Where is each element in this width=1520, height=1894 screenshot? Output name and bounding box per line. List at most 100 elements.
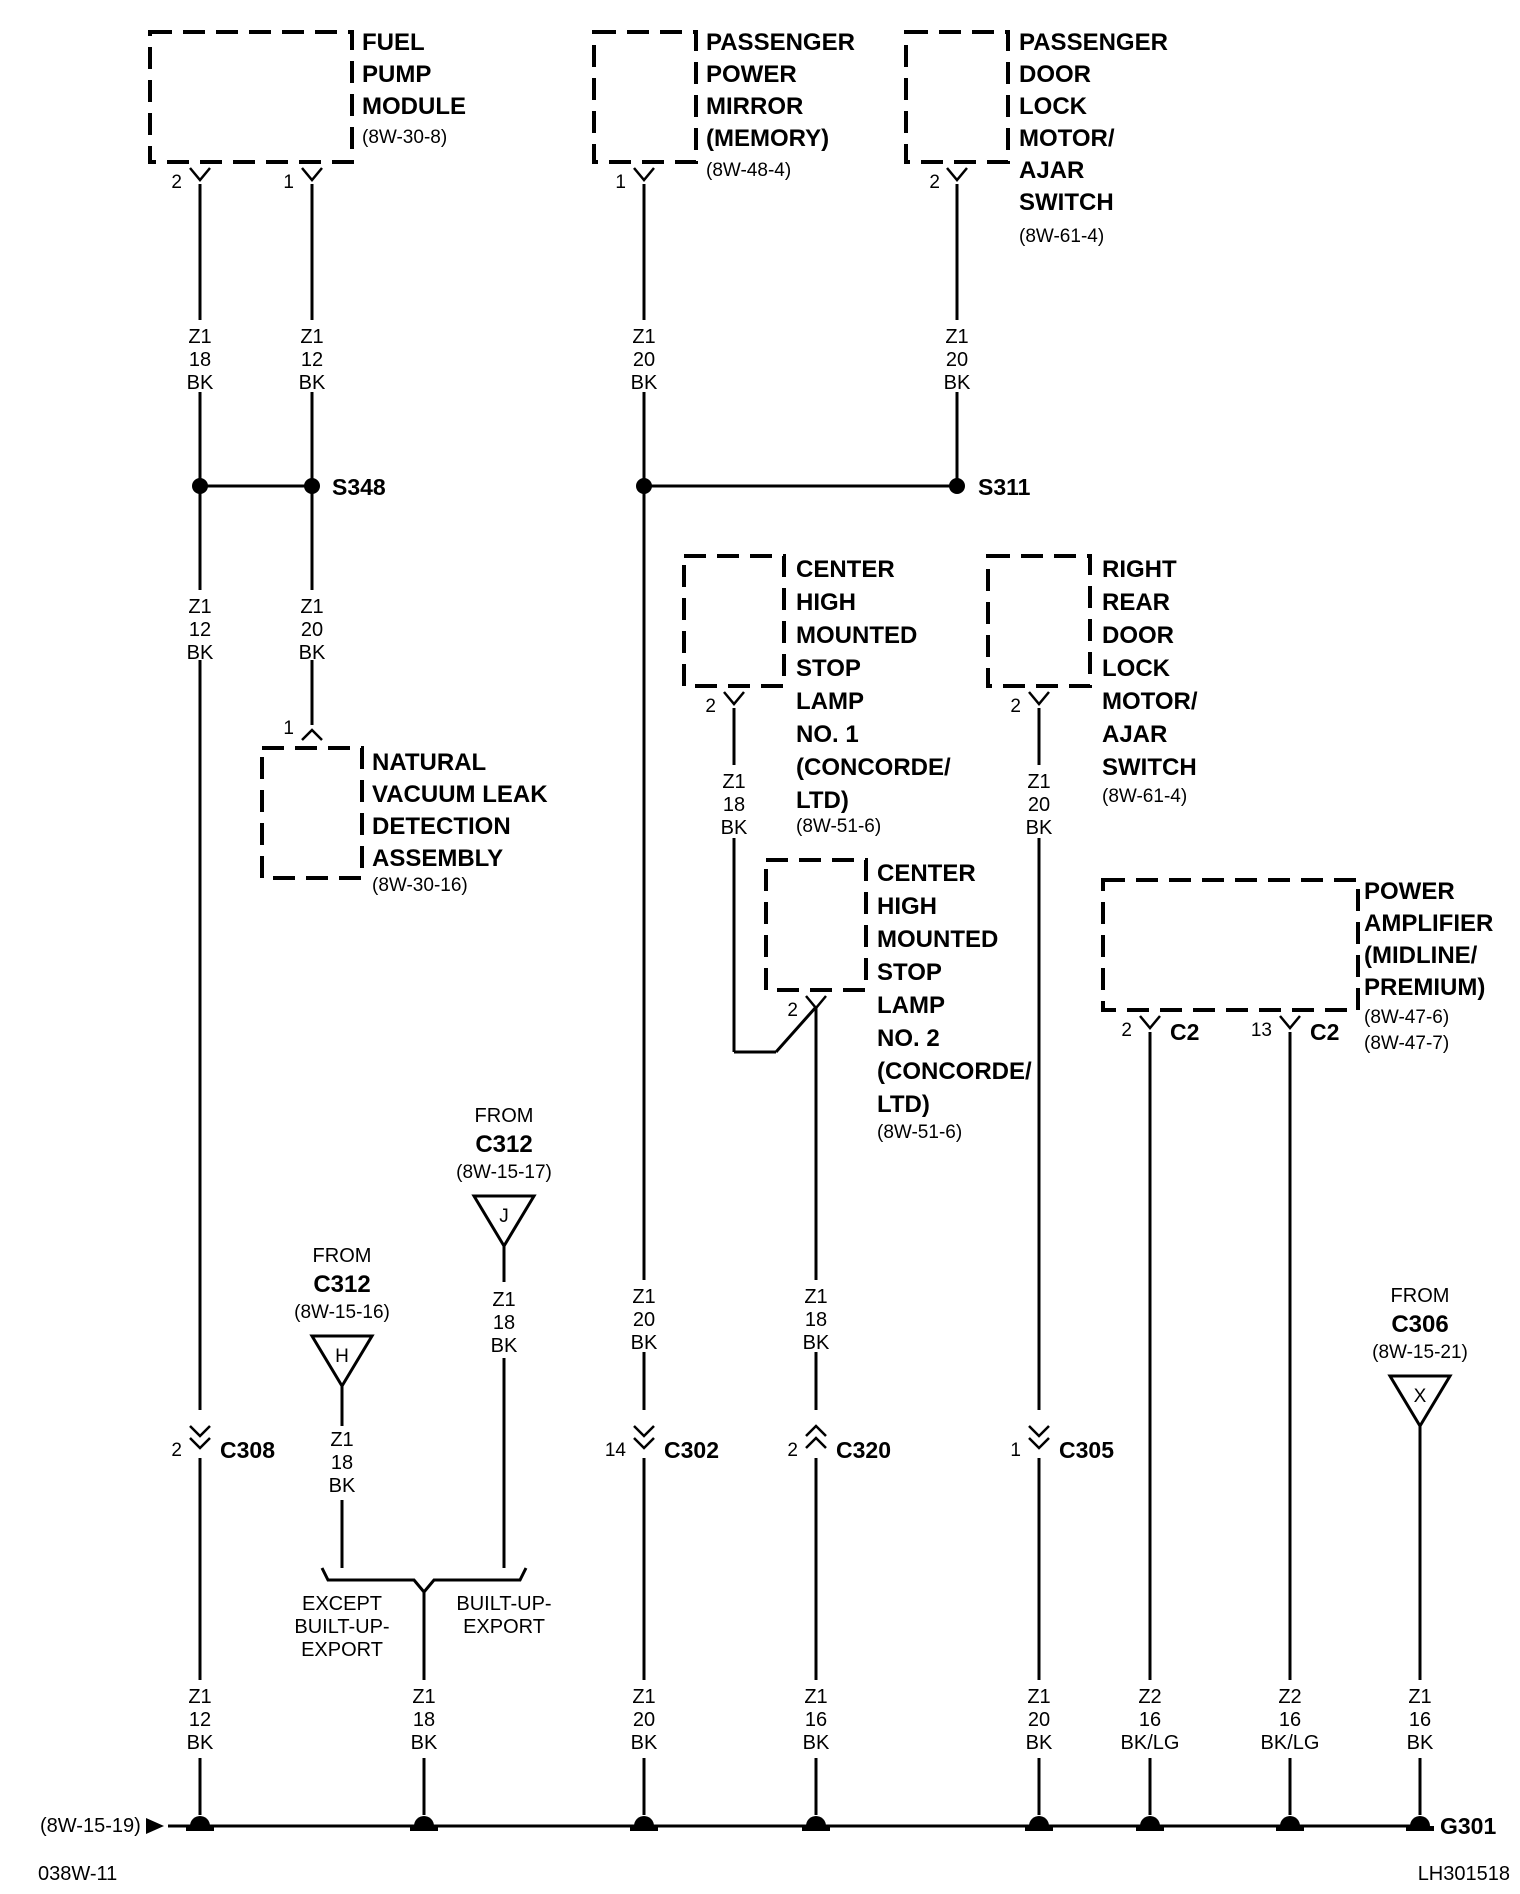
splice-dot-s348-a xyxy=(192,478,208,494)
svg-text:Z1: Z1 xyxy=(412,1686,435,1708)
from-h-ref: (8W-15-16) xyxy=(294,1302,390,1323)
svg-text:Z1: Z1 xyxy=(1027,771,1050,793)
fuel-pump-label-3: MODULE xyxy=(362,93,466,120)
vacuum-ref: (8W-30-16) xyxy=(372,875,468,896)
amp-pin-2-symbol xyxy=(1139,1015,1161,1030)
svg-text:18: 18 xyxy=(413,1709,435,1731)
svg-text:Z1: Z1 xyxy=(632,1686,655,1708)
fuel-pump-pin-2-symbol xyxy=(189,167,211,182)
chmsl2-label-8: LTD) xyxy=(877,1091,930,1118)
chmsl2-label-1: CENTER xyxy=(877,860,976,887)
splice-dot-s311-a xyxy=(636,478,652,494)
from-h-conn: C312 xyxy=(313,1271,370,1298)
c302-pin: 14 xyxy=(605,1440,627,1461)
svg-text:18: 18 xyxy=(723,794,745,816)
vacuum-label-4: ASSEMBLY xyxy=(372,845,503,872)
mirror-label-1: PASSENGER xyxy=(706,29,855,56)
svg-text:BK: BK xyxy=(187,372,214,394)
svg-text:Z2: Z2 xyxy=(1138,1686,1161,1708)
rr-door-label-1: RIGHT xyxy=(1102,556,1177,583)
chmsl1-pin-2-symbol xyxy=(723,691,745,706)
splice-dot-s348-b xyxy=(304,478,320,494)
svg-text:BK: BK xyxy=(187,1732,214,1754)
from-h-triangle xyxy=(309,1334,375,1389)
fuel-pump-label-2: PUMP xyxy=(362,61,431,88)
chmsl1-label-8: LTD) xyxy=(796,787,849,814)
svg-text:Z1: Z1 xyxy=(330,1429,353,1451)
chmsl2-label-6: NO. 2 xyxy=(877,1025,940,1052)
svg-text:Z1: Z1 xyxy=(188,1686,211,1708)
from-c312-h: FROM C312 (8W-15-16) H xyxy=(294,1245,390,1389)
from-h-from: FROM xyxy=(313,1245,372,1267)
vacuum-label-2: VACUUM LEAK xyxy=(372,781,548,808)
svg-text:Z1: Z1 xyxy=(804,1686,827,1708)
splice-s348-label: S348 xyxy=(332,474,386,500)
chmsl-no-2: CENTER HIGH MOUNTED STOP LAMP NO. 2 (CON… xyxy=(764,858,1032,1143)
c308-pin: 2 xyxy=(171,1440,182,1461)
svg-text:BK: BK xyxy=(299,642,326,664)
mirror-label-4: (MEMORY) xyxy=(706,125,829,152)
chmsl2-pin-2-symbol xyxy=(805,995,827,1010)
chmsl1-label-3: MOUNTED xyxy=(796,622,917,649)
from-x-from: FROM xyxy=(1391,1285,1450,1307)
svg-text:Z1: Z1 xyxy=(188,326,211,348)
connector-c320: 2 C320 xyxy=(787,1424,891,1463)
c320-pin: 2 xyxy=(787,1440,798,1461)
svg-text:Z1: Z1 xyxy=(492,1289,515,1311)
svg-text:16: 16 xyxy=(805,1709,827,1731)
svg-text:Z1: Z1 xyxy=(804,1286,827,1308)
svg-text:Z1: Z1 xyxy=(945,326,968,348)
svg-text:Z1: Z1 xyxy=(1408,1686,1431,1708)
from-x-letter: X xyxy=(1414,1386,1427,1407)
ground-label: G301 xyxy=(1440,1813,1496,1839)
svg-text:BK: BK xyxy=(1026,817,1053,839)
fuel-pump-ref: (8W-30-8) xyxy=(362,127,447,148)
amp-pin-2: 2 xyxy=(1121,1020,1132,1041)
passenger-power-mirror: PASSENGER POWER MIRROR (MEMORY) (8W-48-4… xyxy=(592,29,855,181)
svg-text:Z1: Z1 xyxy=(722,771,745,793)
chmsl1-label-5: LAMP xyxy=(796,688,864,715)
svg-text:BK: BK xyxy=(721,817,748,839)
ground-terminal xyxy=(186,1816,1434,1831)
fuel-pump-label-1: FUEL xyxy=(362,29,425,56)
power-amplifier: POWER AMPLIFIER (MIDLINE/ PREMIUM) (8W-4… xyxy=(1101,878,1493,1054)
rr-door-label-3: DOOR xyxy=(1102,622,1174,649)
chmsl2-label-4: STOP xyxy=(877,959,942,986)
from-j-ref: (8W-15-17) xyxy=(456,1162,552,1183)
svg-text:16: 16 xyxy=(1139,1709,1161,1731)
svg-text:BK: BK xyxy=(187,642,214,664)
vacuum-label-3: DETECTION xyxy=(372,813,511,840)
svg-text:BK: BK xyxy=(1407,1732,1434,1754)
ground-ref: (8W-15-19) xyxy=(40,1815,141,1837)
svg-text:18: 18 xyxy=(493,1312,515,1334)
fuel-pump-pin-1: 1 xyxy=(283,172,294,193)
svg-text:BK: BK xyxy=(631,372,658,394)
svg-text:12: 12 xyxy=(301,349,323,371)
c305-pin: 1 xyxy=(1010,1440,1021,1461)
chmsl1-label-4: STOP xyxy=(796,655,861,682)
from-x-triangle xyxy=(1387,1374,1453,1429)
svg-text:20: 20 xyxy=(946,349,968,371)
amp-ref-2: (8W-47-7) xyxy=(1364,1033,1449,1054)
svg-text:Z1: Z1 xyxy=(188,596,211,618)
pass-door-pin-2: 2 xyxy=(929,172,940,193)
from-j-triangle xyxy=(471,1194,537,1249)
option-except-2: BUILT-UP- xyxy=(294,1616,389,1638)
vacuum-pin-1: 1 xyxy=(283,718,294,739)
natural-vacuum-leak-detection: NATURAL VACUUM LEAK DETECTION ASSEMBLY (… xyxy=(260,746,548,896)
splices: S348 S311 xyxy=(192,474,1031,500)
c305-label: C305 xyxy=(1059,1437,1114,1463)
pass-door-label-5: AJAR xyxy=(1019,157,1084,184)
vacuum-pin-1-symbol xyxy=(301,728,323,741)
pass-door-label-2: DOOR xyxy=(1019,61,1091,88)
from-x-ref: (8W-15-21) xyxy=(1372,1342,1468,1363)
svg-text:Z2: Z2 xyxy=(1278,1686,1301,1708)
